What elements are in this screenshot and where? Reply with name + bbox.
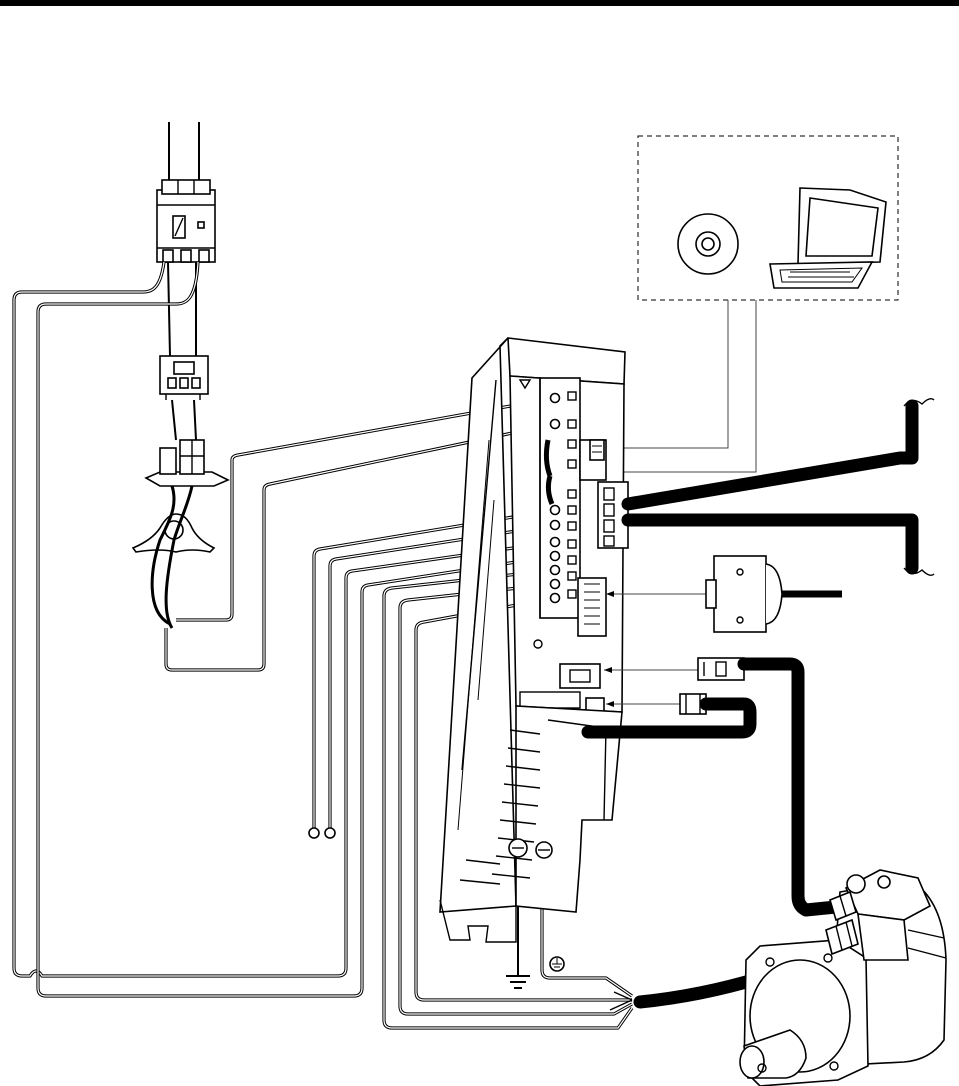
cn1-plug (606, 556, 842, 632)
cn1-io-cables (628, 399, 934, 576)
header-rule (0, 0, 959, 6)
data-line-filter (133, 486, 214, 628)
magnetic-contactor (160, 262, 208, 440)
servo-amplifier (440, 338, 628, 942)
ground-symbol-motor (550, 957, 564, 971)
setup-software-cd (678, 214, 738, 274)
line-noise-filter (146, 440, 228, 486)
usb-connector (590, 440, 604, 460)
personal-computer (770, 188, 886, 288)
cn-io-port (578, 578, 606, 636)
circuit-breaker (157, 180, 215, 262)
encoder-plug (604, 658, 846, 910)
cn2-port (560, 664, 600, 688)
cn1-connector (598, 482, 628, 548)
servo-motor (740, 870, 946, 1086)
